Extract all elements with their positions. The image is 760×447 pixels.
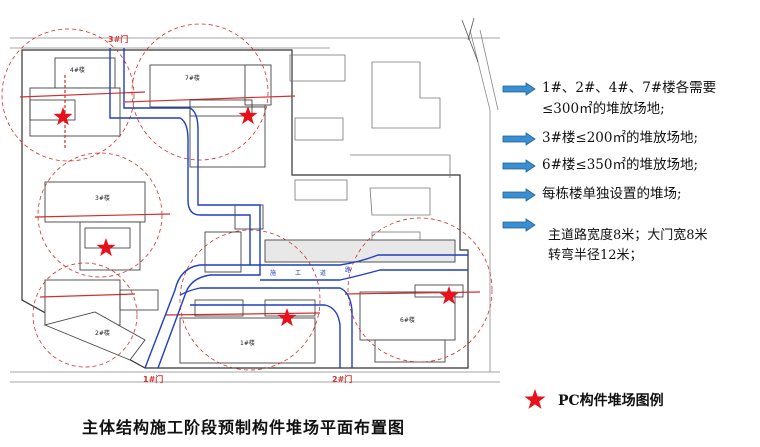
building-labels: 4#楼 7#楼 3#楼 6#楼 2#楼 1#楼 bbox=[70, 66, 415, 347]
note-row-1: 1#、2#、4#、7#楼各需要 ≤300㎡的堆放场地; bbox=[502, 78, 716, 120]
note-text-2: 3#楼≤200㎡的堆放场地; bbox=[542, 128, 698, 149]
star-marker bbox=[96, 238, 116, 257]
note-1-line-2: ≤300㎡的堆放场地; bbox=[542, 101, 665, 117]
label-building-3: 3#楼 bbox=[95, 194, 110, 202]
site-plan: 4#楼 7#楼 3#楼 6#楼 2#楼 1#楼 bbox=[1, 17, 500, 384]
note-text-3: 6#楼≤350㎡的堆放场地; bbox=[542, 155, 698, 176]
label-building-6: 6#楼 bbox=[400, 316, 415, 324]
street-lines bbox=[10, 29, 500, 383]
star-marker bbox=[238, 106, 258, 125]
gate-2-label: 2#门 bbox=[332, 374, 352, 384]
arrow-right-icon bbox=[502, 188, 536, 202]
pc-yard-stars bbox=[53, 106, 459, 327]
road-label-4: 路 bbox=[345, 266, 351, 274]
arrow-right-icon bbox=[502, 82, 536, 96]
arrow-right-icon bbox=[502, 159, 536, 173]
legend: PC构件堆场图例 bbox=[522, 388, 664, 412]
arrow-right-icon bbox=[502, 218, 536, 232]
gate-labels: 3#门 1#门 2#门 bbox=[108, 34, 352, 384]
building-footprints bbox=[29, 57, 456, 364]
note-row-4: 每栋楼单独设置的堆场; bbox=[502, 184, 682, 205]
crane-swing-circles bbox=[1, 23, 493, 371]
arrow-right-icon bbox=[502, 132, 536, 146]
note-row-3: 6#楼≤350㎡的堆放场地; bbox=[502, 155, 698, 176]
road-label-3: 道 bbox=[320, 269, 326, 277]
note-3-line-1: 6#楼≤350㎡的堆放场地; bbox=[542, 157, 699, 173]
note-5-line-1: 主道路宽度8米；大门宽8米 bbox=[548, 228, 708, 243]
label-building-2: 2#楼 bbox=[95, 329, 110, 337]
note-row-2: 3#楼≤200㎡的堆放场地; bbox=[502, 128, 698, 149]
note-4-line-1: 每栋楼单独设置的堆场; bbox=[542, 186, 682, 202]
note-2-line-1: 3#楼≤200㎡的堆放场地; bbox=[542, 130, 699, 146]
label-building-7: 7#楼 bbox=[185, 74, 200, 82]
building-6 bbox=[359, 291, 456, 341]
gate-1-label: 1#门 bbox=[143, 374, 163, 384]
neighbor-blocks bbox=[289, 17, 479, 247]
gate-3-label: 3#门 bbox=[108, 34, 128, 44]
building-4 bbox=[54, 57, 116, 89]
red-star-icon bbox=[524, 389, 546, 409]
road-label-1: 施 bbox=[270, 269, 276, 277]
figure-caption: 主体结构施工阶段预制构件堆场平面布置图 bbox=[82, 418, 406, 437]
road-label-2: 工 bbox=[295, 270, 301, 277]
legend-label: PC构件堆场图例 bbox=[558, 393, 664, 409]
note-text-5: 主道路宽度8米；大门宽8米 转弯半径12米； bbox=[548, 226, 708, 266]
label-building-1: 1#楼 bbox=[240, 339, 255, 347]
note-text-4: 每栋楼单独设置的堆场; bbox=[542, 184, 682, 205]
star-marker bbox=[53, 107, 73, 126]
note-5-line-2: 转弯半径12米； bbox=[548, 248, 643, 263]
road-labels: 施 工 道 路 bbox=[270, 266, 351, 277]
note-text-1: 1#、2#、4#、7#楼各需要 ≤300㎡的堆放场地; bbox=[542, 78, 716, 120]
star-marker bbox=[277, 308, 297, 327]
note-row-5 bbox=[502, 214, 536, 232]
note-1-line-1: 1#、2#、4#、7#楼各需要 bbox=[542, 80, 717, 96]
construction-road bbox=[109, 48, 468, 369]
label-building-4: 4#楼 bbox=[70, 66, 85, 74]
star-marker bbox=[439, 286, 459, 305]
